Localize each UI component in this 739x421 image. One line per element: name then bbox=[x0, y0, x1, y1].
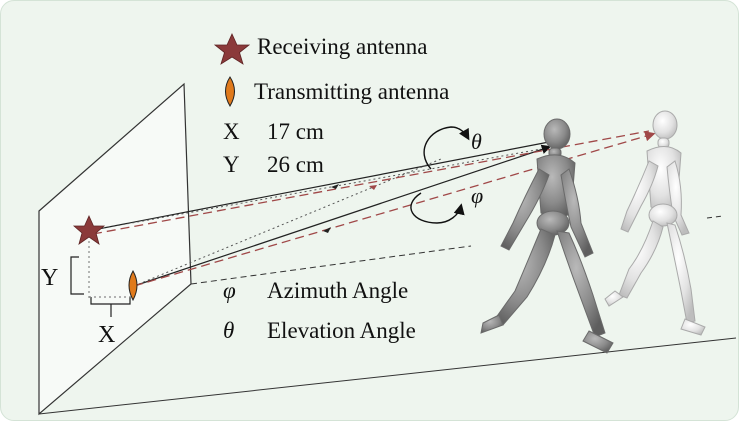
theta-arrow-symbol: θ bbox=[471, 129, 482, 154]
phi-arrow-symbol: φ bbox=[471, 183, 483, 208]
theta-symbol: θ bbox=[223, 318, 234, 343]
transmitting-antenna-leaf-icon bbox=[128, 269, 138, 302]
azimuth-angle-label: Azimuth Angle bbox=[267, 278, 408, 303]
far-dashed-mark bbox=[706, 215, 724, 219]
legend: Receiving antenna Transmitting antenna X… bbox=[213, 33, 449, 177]
floor-line bbox=[38, 337, 737, 415]
phi-symbol: φ bbox=[223, 278, 236, 303]
angle-definitions: φ Azimuth Angle θ Elevation Angle bbox=[223, 278, 416, 343]
near-walking-person-figure bbox=[480, 118, 614, 354]
target-to-rx-path bbox=[92, 141, 550, 231]
signal-paths bbox=[92, 130, 656, 287]
path-direction-arrow bbox=[331, 184, 339, 189]
legend-x-symbol: X bbox=[223, 119, 240, 144]
y-dimension-label: Y bbox=[41, 265, 58, 291]
x-dimension bbox=[89, 296, 131, 317]
legend-receiving-star-icon bbox=[213, 33, 251, 65]
x-dimension-label: X bbox=[98, 322, 115, 348]
receiving-antenna-star-icon bbox=[72, 215, 106, 245]
legend-transmitting-label: Transmitting antenna bbox=[254, 79, 449, 104]
legend-receiving-label: Receiving antenna bbox=[257, 34, 428, 59]
tx-to-target-path bbox=[133, 144, 552, 287]
path-direction-arrow bbox=[323, 227, 331, 233]
tx-dotted-path bbox=[133, 158, 442, 287]
legend-x-value: 17 cm bbox=[267, 119, 324, 144]
far-target-to-rx-path bbox=[92, 130, 650, 235]
legend-transmitting-leaf-icon bbox=[225, 76, 235, 107]
elevation-rotation-arrow bbox=[423, 126, 470, 170]
y-dimension bbox=[70, 241, 90, 299]
rx-dotted-path bbox=[92, 148, 542, 231]
far-walking-person-figure bbox=[604, 110, 706, 336]
elevation-angle-label: Elevation Angle bbox=[267, 318, 416, 343]
legend-y-symbol: Y bbox=[223, 152, 240, 177]
scene-lines bbox=[38, 215, 737, 415]
ground-dashed-line bbox=[190, 245, 472, 285]
azimuth-rotation-arrow bbox=[410, 192, 465, 224]
wall-plane bbox=[38, 82, 192, 416]
path-direction-arrow bbox=[369, 185, 377, 190]
legend-y-value: 26 cm bbox=[267, 152, 324, 177]
